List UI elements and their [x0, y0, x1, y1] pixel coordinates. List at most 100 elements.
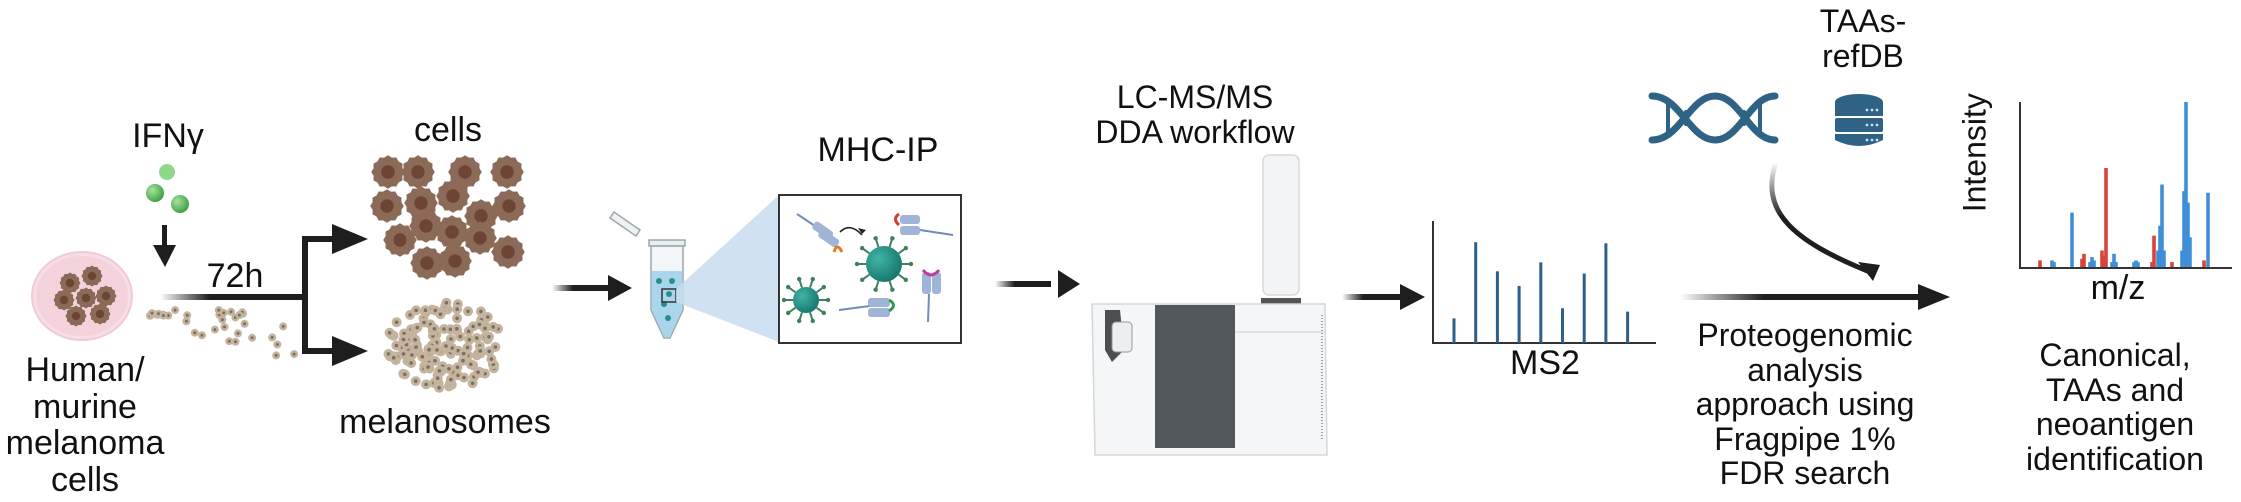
source-line: Human/: [25, 351, 145, 389]
refdb-line: TAAs-: [1819, 3, 1907, 39]
melanosome-icon: [412, 322, 423, 333]
ms2-spectrum-chart: [1432, 221, 1656, 344]
cell-icon: [448, 155, 482, 189]
ms2-peak: [1582, 273, 1586, 343]
identification-spectrum-chart: [2019, 102, 2232, 269]
spectrum-peak-blue: [2088, 262, 2092, 268]
spectrum-peak-blue: [2156, 250, 2160, 267]
melanosome-icon: [432, 373, 443, 384]
cell-icon: [371, 155, 405, 189]
melanosome-icon: [424, 344, 435, 355]
spectrum-peak-blue: [2136, 262, 2140, 268]
lcms-line: DDA workflow: [1095, 113, 1295, 150]
melanosome-icon: [443, 363, 454, 374]
lcms-line: LC-MS/MS: [1116, 79, 1274, 115]
spectrum-peak-red: [2038, 260, 2042, 267]
database-icon: [1835, 94, 1883, 146]
melanosome-icon: [475, 346, 486, 356]
cell-icon: [491, 235, 525, 269]
eppendorf-tube-icon: [608, 210, 686, 339]
spectrum-peak-blue: [2052, 262, 2056, 268]
source-cells-label: Human/ murine melanoma cells: [0, 352, 170, 499]
source-line: melanoma: [5, 424, 165, 463]
spectrum-peak-blue: [2180, 250, 2184, 267]
melanosome-icon: [406, 350, 417, 360]
spectrum-peak-red: [2104, 168, 2108, 267]
ms2-peak: [1517, 285, 1521, 343]
cell-icon: [463, 221, 497, 255]
cell-icon: [89, 303, 111, 325]
cell-icon: [95, 285, 117, 307]
cell-icon: [81, 265, 103, 287]
melanosome-icon: [480, 323, 490, 334]
spectrum-peak-red: [2082, 253, 2086, 267]
melanosome-icon: [484, 331, 494, 342]
melanosome-icon: [423, 362, 434, 373]
melanosome-icon: [475, 306, 486, 317]
melanosome-icon: [388, 352, 399, 363]
cell-icon: [75, 287, 97, 309]
down-arrow-icon: [153, 225, 176, 267]
arrow-to-tube-icon: [552, 275, 632, 301]
spectrum-peak-red: [2152, 235, 2156, 268]
proteogenomic-line: analysis: [1747, 351, 1863, 388]
cell-icon: [65, 305, 87, 327]
spectrum-peak-blue: [2158, 225, 2162, 268]
refdb-label: TAAs- refDB: [1808, 4, 1918, 73]
result-line: TAAs and: [2045, 371, 2185, 408]
cell-icon: [436, 179, 470, 213]
cell-icon: [383, 223, 417, 257]
arrow-to-lcms-icon: [995, 270, 1080, 298]
lcms-label: LC-MS/MS DDA workflow: [1080, 80, 1310, 149]
result-line: neoantigen: [2035, 406, 2195, 443]
melanosome-icon: [421, 379, 432, 390]
proteogenomic-label: Proteogenomic analysis approach using Fr…: [1680, 318, 1930, 491]
melanosome-icon: [451, 323, 462, 334]
melanosome-icon: [486, 354, 497, 365]
proteogenomic-line: approach using: [1695, 386, 1915, 423]
melanosome-icon: [482, 312, 493, 322]
mz-axis-label: m/z: [2090, 269, 2146, 307]
antibody-icon: [796, 213, 844, 253]
cell-icon: [492, 189, 526, 223]
duration-label: 72h: [206, 257, 264, 295]
ms2-peak: [1604, 243, 1608, 343]
melanosome-icon: [452, 362, 463, 373]
melanosome-icon: [429, 323, 440, 334]
melanosome-icon: [455, 331, 466, 342]
melanosome-icon: [452, 304, 463, 315]
melanosome-icon: [441, 297, 452, 308]
source-line: murine: [33, 387, 137, 426]
spectrum-peak-blue: [2132, 262, 2136, 268]
spectrum-peak-blue: [2090, 257, 2094, 267]
ms2-peak: [1626, 311, 1630, 343]
result-line: identification: [2026, 440, 2204, 477]
spectrum-peak-blue: [2182, 191, 2186, 267]
spectrum-peak-red: [2100, 250, 2104, 267]
melanosomes-cluster-icon: [383, 297, 503, 393]
mhc-ip-label: MHC-IP: [817, 131, 939, 169]
cell-icon: [410, 246, 444, 280]
spectrum-peak-blue: [2070, 212, 2074, 268]
spectrum-peak-blue: [2092, 260, 2096, 267]
melanosome-icon: [435, 309, 446, 320]
dna-icon: [1648, 92, 1779, 144]
spectrum-peak-blue: [2160, 184, 2164, 267]
melanosome-icon: [465, 359, 476, 370]
spectrum-peak-blue: [2110, 262, 2114, 268]
melanosome-icon: [406, 358, 417, 369]
proteogenomic-line: FDR search: [1719, 455, 1891, 492]
arrow-to-ms2-icon: [1342, 284, 1425, 310]
melanosome-icon: [488, 321, 499, 332]
melanosome-icon: [463, 306, 473, 317]
spectrum-peak-blue: [2184, 102, 2188, 267]
melanosome-icon: [419, 317, 430, 328]
antibody-icon: [894, 212, 954, 236]
melanosome-icon: [471, 333, 482, 343]
cell-icon: [59, 272, 81, 294]
cell-icon: [409, 209, 443, 243]
curved-arrow-icon: [1769, 161, 1880, 281]
cell-icon: [490, 155, 524, 189]
petri-dish-icon: [31, 251, 133, 341]
melanosome-icon: [384, 327, 395, 338]
